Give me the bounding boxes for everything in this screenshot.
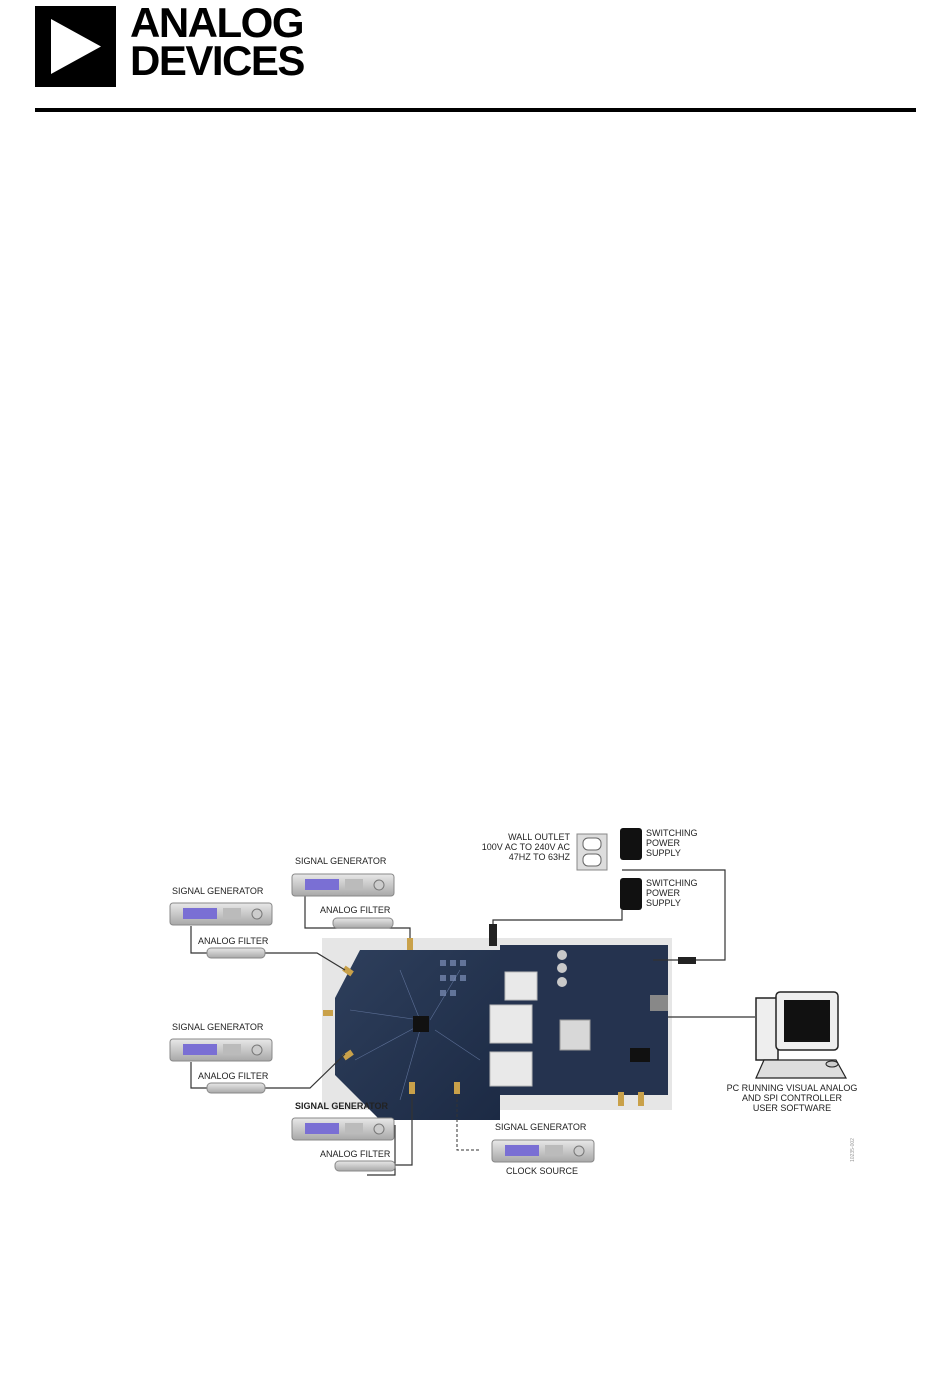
fmc-connector-3 <box>489 1051 533 1087</box>
signal-generator-top-left <box>169 902 273 926</box>
analog-filter-mid-left <box>206 1082 266 1094</box>
analog-filter-top-left <box>206 947 266 959</box>
fmc-connector-1 <box>504 971 538 1001</box>
switching-power-supply-1 <box>620 828 642 860</box>
signal-generator-top-mid <box>291 873 395 897</box>
evaluation-setup-figure: WALL OUTLET 100V AC TO 240V AC 47Hz TO 6… <box>160 820 880 1190</box>
analog-filter-label-bottom: ANALOG FILTER <box>320 1149 391 1159</box>
signal-generator-bottom <box>291 1117 395 1141</box>
pc-software-label: PC RUNNING VISUAL ANALOG AND SPI CONTROL… <box>726 1083 858 1113</box>
pc-computer <box>755 991 848 1079</box>
clock-source-label: CLOCK SOURCE <box>506 1166 579 1176</box>
analog-filter-label-mid-left: ANALOG FILTER <box>198 1071 269 1081</box>
analog-filter-label-top-mid: ANALOG FILTER <box>320 905 391 915</box>
signal-generator-label-top-left: SIGNAL GENERATOR <box>172 886 264 896</box>
clock-cable <box>456 1094 480 1151</box>
switching-power-supply-label-2: SWITCHING POWER SUPPLY <box>646 878 698 908</box>
analog-filter-bottom <box>334 1160 396 1172</box>
fpga-chip <box>559 1019 591 1051</box>
usb-port <box>650 995 668 1011</box>
cable-ferrite <box>489 924 497 946</box>
adc-chip <box>413 1016 429 1032</box>
signal-generator-label-bottom: SIGNAL GENERATOR <box>295 1101 389 1111</box>
brand-line-2: DEVICES <box>130 37 305 84</box>
signal-generator-label-top-mid: SIGNAL GENERATOR <box>295 856 387 866</box>
figure-id-label: 10235-002 <box>850 1138 856 1162</box>
signal-generator-label-mid-left: SIGNAL GENERATOR <box>172 1022 264 1032</box>
brand-line-1: ANALOG <box>130 0 304 46</box>
fmc-connector-2 <box>489 1004 533 1044</box>
signal-generator-clock <box>491 1139 595 1163</box>
switching-power-supply-2 <box>620 878 642 910</box>
analog-devices-logo-mark <box>35 6 116 87</box>
analog-filter-label-top-left: ANALOG FILTER <box>198 936 269 946</box>
signal-generator-mid-left <box>169 1038 273 1062</box>
wall-outlet-label: WALL OUTLET 100V AC TO 240V AC 47Hz TO 6… <box>481 832 570 862</box>
analog-devices-logo-text: ANALOG DEVICES <box>130 0 305 84</box>
header-rule <box>35 108 916 112</box>
fpga-ic <box>630 1048 650 1062</box>
signal-generator-label-clock: SIGNAL GENERATOR <box>495 1122 587 1132</box>
switching-power-supply-label-1: SWITCHING POWER SUPPLY <box>646 828 698 858</box>
setup-diagram <box>169 828 848 1176</box>
analog-filter-top-mid <box>332 917 394 929</box>
power-plug <box>678 957 696 964</box>
play-triangle-icon <box>51 19 101 74</box>
adc-board <box>335 950 500 1120</box>
